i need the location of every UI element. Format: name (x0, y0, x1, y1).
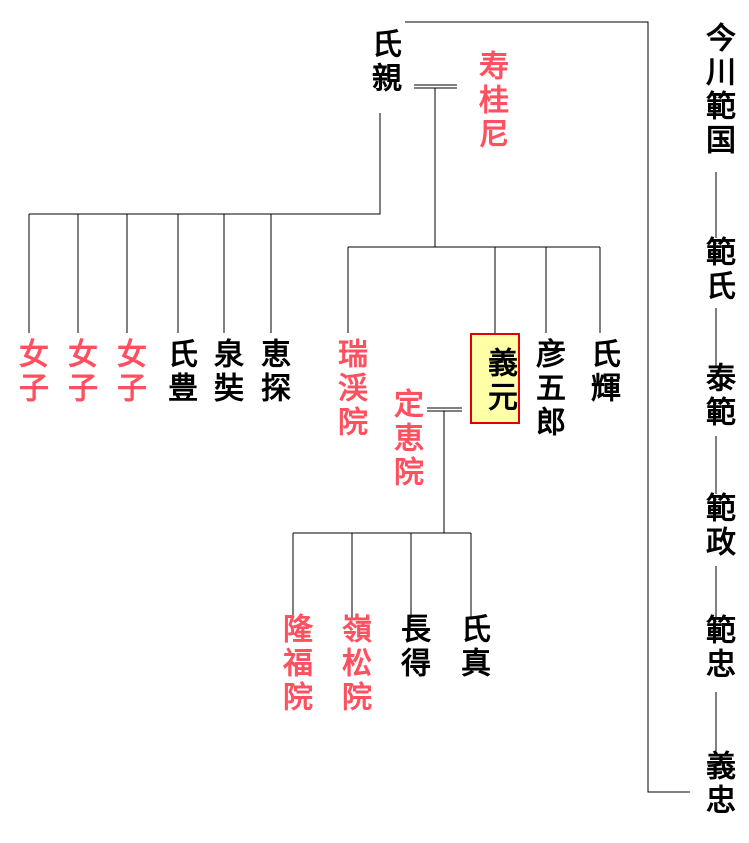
person-jukeini: 寿桂尼 (473, 50, 508, 152)
person-chotoku: 長得 (395, 613, 430, 681)
person-norikuji: 範氏 (700, 236, 735, 304)
person-ujitoyo: 氏豊 (162, 338, 197, 406)
person-ujiteru: 氏輝 (585, 338, 620, 406)
ujichika-branch (29, 113, 381, 215)
person-daughter: 女子 (62, 338, 97, 406)
person-ryufukuin: 隆福院 (277, 613, 312, 715)
person-senjo: 泉奘 (208, 338, 243, 406)
person-jokeiin: 定恵院 (388, 388, 423, 490)
person-reishoin: 嶺松院 (336, 613, 371, 715)
person-genko: 恵探 (255, 338, 290, 406)
lineage-connector (405, 21, 690, 793)
person-norikuni: 今川範国 (700, 22, 735, 158)
person-yoshitada: 義忠 (700, 750, 735, 818)
person-yoshimoto-highlighted: 義元 (470, 333, 520, 424)
person-norimasa: 範政 (700, 492, 735, 560)
person-yasunori: 泰範 (700, 362, 735, 430)
person-ujichika: 氏親 (366, 28, 401, 96)
person-zuikeiin: 瑞渓院 (332, 338, 367, 440)
person-noritada: 範忠 (700, 614, 735, 682)
person-hikogoro: 彦五郎 (530, 338, 565, 440)
person-daughter: 女子 (13, 338, 48, 406)
person-daughter: 女子 (111, 338, 146, 406)
person-ujizane: 氏真 (455, 613, 490, 681)
